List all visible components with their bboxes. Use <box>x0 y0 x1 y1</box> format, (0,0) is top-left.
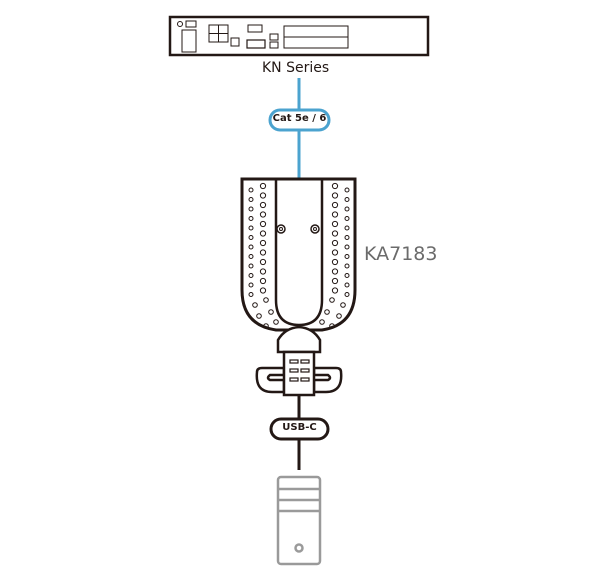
vent-hole <box>344 292 350 297</box>
vent-hole <box>248 197 254 202</box>
vent-hole <box>248 292 254 297</box>
vent-hole <box>329 323 335 329</box>
vent-hole <box>259 211 267 218</box>
usb-c-label-pill <box>269 417 330 441</box>
vent-hole <box>340 302 346 308</box>
vent-hole <box>331 258 339 266</box>
vent-hole <box>248 225 254 231</box>
vent-hole <box>259 239 267 247</box>
computer-tower-icon <box>276 475 322 566</box>
vent-hole <box>331 211 339 218</box>
vent-hole <box>248 263 254 269</box>
vent-hole <box>331 268 339 275</box>
vent-hole <box>273 319 279 325</box>
vent-hole <box>331 287 339 294</box>
cat-cable-label: Cat 5e / 6 <box>272 113 327 124</box>
vent-hole <box>259 201 267 209</box>
vent-hole <box>248 216 254 221</box>
vent-hole <box>259 287 267 294</box>
vent-hole <box>248 235 254 240</box>
vent-hole <box>336 313 342 319</box>
vent-hole <box>331 182 339 190</box>
vent-hole <box>344 225 350 231</box>
vent-hole <box>344 235 350 240</box>
ka7183-label: KA7183 <box>364 243 438 265</box>
vent-hole <box>344 197 350 202</box>
ka7183-adapter <box>240 177 357 397</box>
vent-hole <box>331 230 339 237</box>
vent-hole <box>331 220 339 228</box>
vent-hole <box>248 282 254 288</box>
vent-hole <box>256 313 262 319</box>
vent-hole <box>252 302 258 308</box>
vent-hole <box>259 220 267 228</box>
vent-hole <box>263 323 269 329</box>
vent-hole <box>344 263 350 269</box>
vent-hole <box>248 244 254 250</box>
vent-hole <box>259 182 267 190</box>
vent-hole <box>248 273 254 278</box>
vent-hole <box>331 277 339 285</box>
vent-hole <box>324 309 330 315</box>
kn-series-label: KN Series <box>262 60 330 76</box>
vent-hole <box>344 187 350 193</box>
vent-hole <box>344 273 350 278</box>
vent-hole <box>259 249 267 256</box>
vent-hole <box>331 249 339 256</box>
vent-hole <box>259 268 267 275</box>
vent-hole <box>331 239 339 247</box>
vent-hole <box>259 277 267 285</box>
vent-hole <box>248 206 254 212</box>
vent-hole <box>268 309 274 315</box>
cat-cable-label-pill <box>268 108 331 132</box>
vent-hole <box>344 254 350 259</box>
vent-hole <box>259 192 267 199</box>
vent-hole <box>319 319 325 325</box>
vent-hole <box>248 187 254 193</box>
vent-hole <box>344 206 350 212</box>
vent-hole <box>259 230 267 237</box>
vent-hole <box>344 282 350 288</box>
vent-hole <box>344 244 350 250</box>
usb-c-label: USB-C <box>282 422 317 433</box>
vent-hole <box>344 216 350 221</box>
vent-hole <box>263 297 269 303</box>
vent-hole <box>329 297 335 303</box>
kn-switch-device <box>168 15 430 57</box>
vent-hole <box>259 258 267 266</box>
vent-hole <box>331 201 339 209</box>
vent-hole <box>248 254 254 259</box>
vent-hole <box>331 192 339 199</box>
